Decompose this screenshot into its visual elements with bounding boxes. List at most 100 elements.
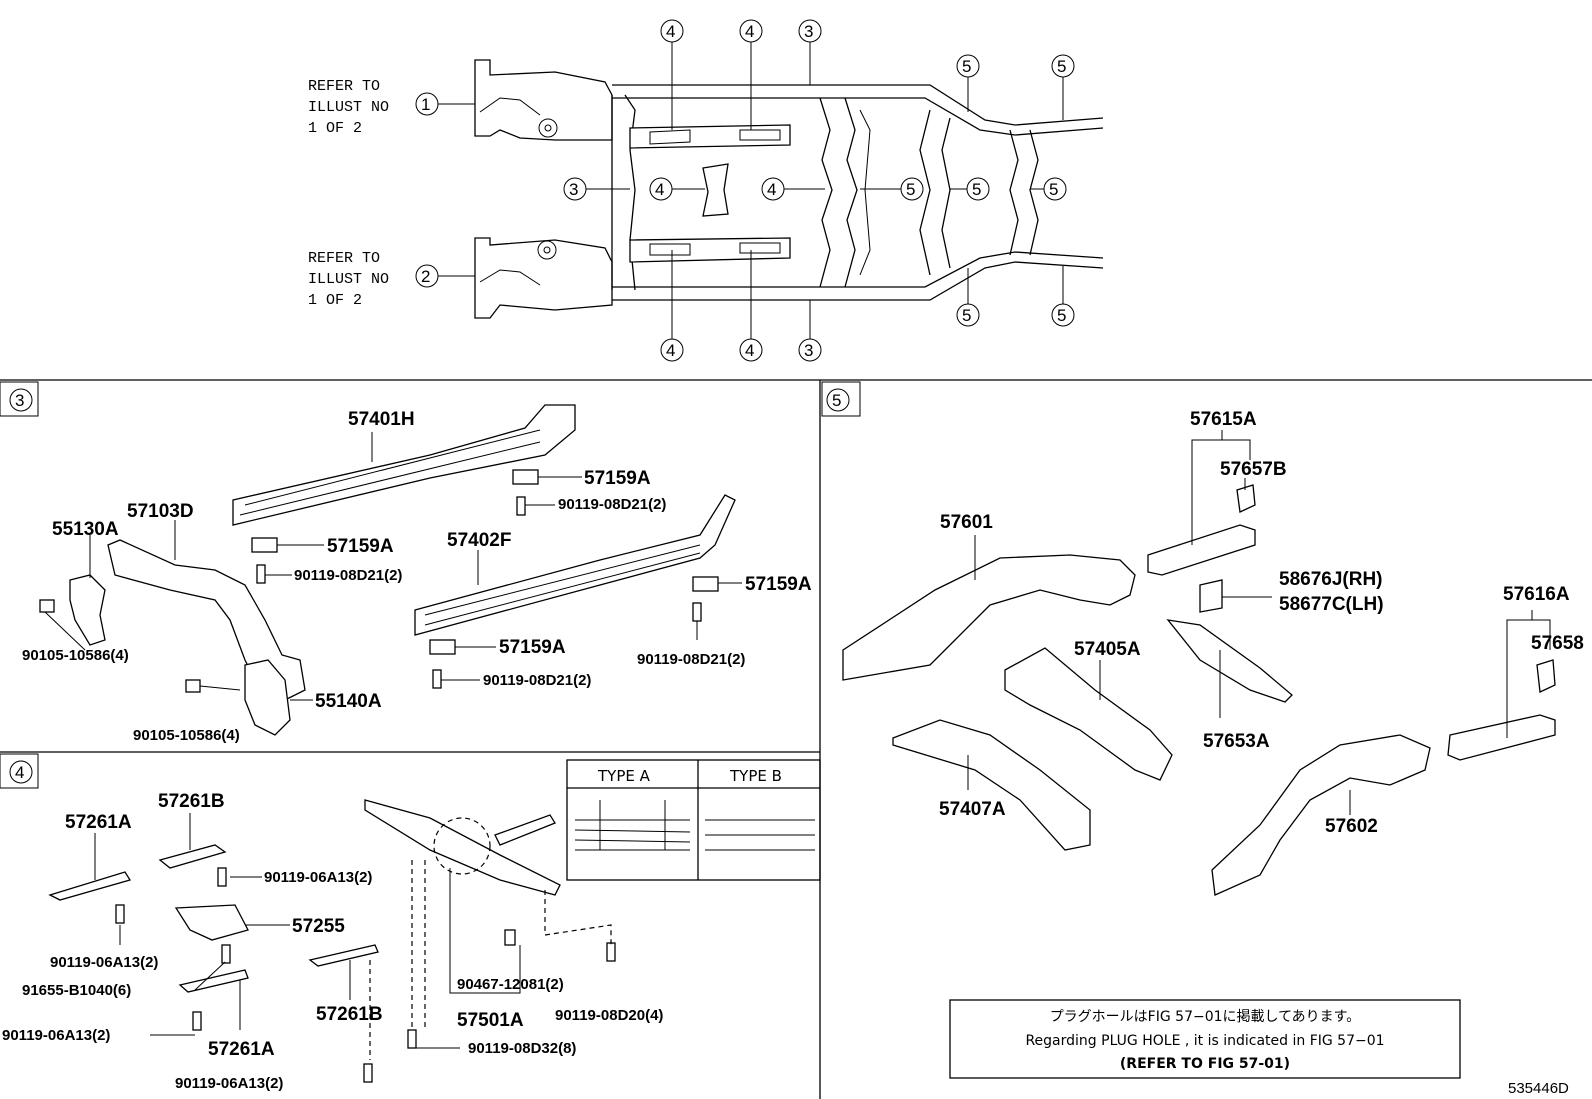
overview-callouts: 4 4 3 5 5 3 4 4 5 5 5 4 4 3 5 5	[563, 19, 1075, 362]
section-3-labels: 57401H 57159A 90119-08D21(2) 57103D 5513…	[22, 409, 812, 744]
note-english: Regarding PLUG HOLE , it is indicated in…	[1025, 1033, 1384, 1049]
note-japanese: プラグホールはFIG 57−01に掲載してあります。	[1050, 1009, 1361, 1025]
part-number-55140A: 55140A	[315, 691, 382, 712]
plug-hole-note: プラグホールはFIG 57−01に掲載してあります。 Regarding PLU…	[949, 999, 1461, 1079]
refer-note-line: REFER TO	[308, 250, 380, 267]
svg-text:5: 5	[1049, 180, 1058, 199]
svg-text:4: 4	[767, 180, 776, 199]
refer-note-line: 1 OF 2	[308, 120, 362, 137]
part-number-57261B: 57261B	[316, 1004, 383, 1025]
part-number-90119-06A13: 90119-06A13(2)	[175, 1075, 283, 1092]
svg-text:5: 5	[962, 306, 971, 325]
part-number-90119-06A13: 90119-06A13(2)	[2, 1027, 110, 1044]
section-5-drawings	[842, 484, 1556, 896]
part-number-90119-08D20: 90119-08D20(4)	[555, 1007, 663, 1024]
part-number-90119-08D21: 90119-08D21(2)	[558, 496, 666, 513]
note-reference: (REFER TO FIG 57-01)	[1120, 1056, 1290, 1072]
part-number-90467-12081: 90467-12081(2)	[457, 976, 564, 993]
callout-marker: 3	[798, 19, 822, 43]
type-a-label: TYPE A	[597, 767, 651, 785]
part-number-57159A: 57159A	[584, 468, 651, 489]
callout-marker: 4	[739, 338, 763, 362]
callout-marker: 3	[798, 338, 822, 362]
section-4-labels: 57261B 57261A 90119-06A13(2) 57255 90119…	[2, 791, 663, 1092]
callout-marker: 5	[1051, 54, 1075, 78]
part-number-57402F: 57402F	[447, 530, 511, 551]
section-marker-5: 5	[821, 381, 861, 417]
part-number-57602: 57602	[1325, 816, 1378, 837]
part-number-90119-06A13: 90119-06A13(2)	[264, 869, 372, 886]
part-number-90105-10586: 90105-10586(4)	[133, 727, 240, 744]
svg-text:3: 3	[15, 391, 24, 410]
part-number-57261A: 57261A	[208, 1039, 275, 1060]
callout-marker: 5	[1051, 303, 1075, 327]
part-number-57103D: 57103D	[127, 501, 194, 522]
part-number-90119-08D21: 90119-08D21(2)	[483, 672, 591, 689]
section-4-leaders	[94, 813, 612, 1060]
callout-marker: 4	[660, 338, 684, 362]
svg-text:4: 4	[655, 180, 664, 199]
callout-marker: 4	[649, 177, 673, 201]
section-5-leaders	[967, 430, 1551, 815]
part-number-57657B: 57657B	[1220, 459, 1287, 480]
refer-note-1: REFER TO ILLUST NO 1 OF 2 1	[308, 78, 475, 137]
section-3-drawings	[39, 404, 736, 736]
part-number-90105-10586: 90105-10586(4)	[22, 647, 129, 664]
svg-text:2: 2	[421, 267, 430, 286]
callout-marker: 5	[900, 177, 924, 201]
part-number-90119-08D32: 90119-08D32(8)	[468, 1040, 576, 1057]
svg-text:5: 5	[1057, 57, 1066, 76]
refer-note-2: REFER TO ILLUST NO 1 OF 2 2	[308, 250, 475, 309]
callout-marker: 2	[415, 264, 439, 288]
part-number-57159A: 57159A	[327, 536, 394, 557]
svg-text:5: 5	[972, 180, 981, 199]
refer-note-line: REFER TO	[308, 78, 380, 95]
part-number-57601: 57601	[940, 512, 993, 533]
figure-id: 535446D	[1508, 1080, 1569, 1097]
part-number-57405A: 57405A	[1074, 639, 1141, 660]
section-3-leaders	[44, 432, 742, 701]
part-number-57261B: 57261B	[158, 791, 225, 812]
part-number-90119-08D21: 90119-08D21(2)	[637, 651, 745, 668]
type-b-label: TYPE B	[729, 767, 782, 785]
callout-marker: 5	[1043, 177, 1067, 201]
callout-marker: 4	[761, 177, 785, 201]
callout-marker: 4	[660, 19, 684, 43]
svg-text:4: 4	[15, 763, 24, 782]
section-marker-3: 3	[0, 381, 39, 417]
part-number-57615A: 57615A	[1190, 409, 1257, 430]
callout-marker: 3	[563, 177, 587, 201]
part-number-58676J-rh: 58676J(RH)	[1279, 569, 1383, 590]
callout-marker: 5	[956, 54, 980, 78]
refer-note-line: ILLUST NO	[308, 271, 389, 288]
part-number-57401H: 57401H	[348, 409, 415, 430]
section-marker-4: 4	[0, 753, 39, 789]
callout-marker: 5	[966, 177, 990, 201]
frame-overview	[474, 59, 1104, 319]
svg-text:4: 4	[745, 341, 754, 360]
part-number-57616A: 57616A	[1503, 584, 1570, 605]
part-number-57261A: 57261A	[65, 812, 132, 833]
callout-marker: 4	[739, 19, 763, 43]
svg-text:1: 1	[421, 95, 430, 114]
part-number-90119-06A13: 90119-06A13(2)	[50, 954, 158, 971]
panel-borders	[0, 379, 1592, 1099]
part-number-57658: 57658	[1531, 633, 1584, 654]
callout-marker: 5	[956, 303, 980, 327]
svg-text:3: 3	[804, 341, 813, 360]
svg-text:4: 4	[666, 22, 675, 41]
refer-note-line: 1 OF 2	[308, 292, 362, 309]
part-number-57407A: 57407A	[939, 799, 1006, 820]
svg-text:5: 5	[962, 57, 971, 76]
svg-text:4: 4	[666, 341, 675, 360]
part-number-57653A: 57653A	[1203, 731, 1270, 752]
section-5-labels: 57615A 57657B 57601 58676J(RH) 58677C(LH…	[939, 409, 1584, 837]
part-number-57159A: 57159A	[745, 574, 812, 595]
svg-text:3: 3	[804, 22, 813, 41]
part-number-57159A: 57159A	[499, 637, 566, 658]
svg-text:5: 5	[906, 180, 915, 199]
part-number-58677C-lh: 58677C(LH)	[1279, 594, 1384, 615]
type-inset: TYPE A TYPE B	[566, 759, 821, 881]
svg-text:5: 5	[832, 391, 841, 410]
